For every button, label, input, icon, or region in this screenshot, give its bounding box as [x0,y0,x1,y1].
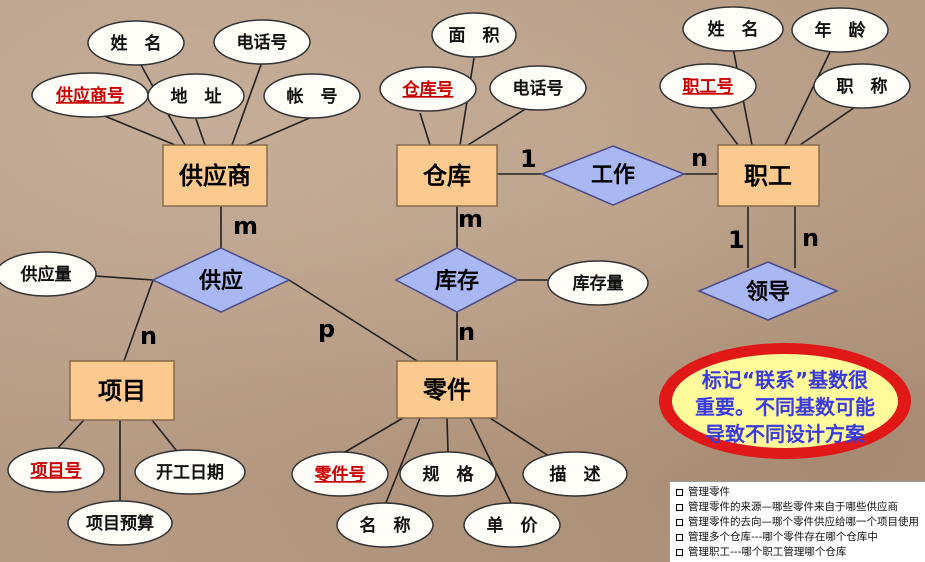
svg-text:电话号: 电话号 [237,32,288,53]
svg-text:标记“联系”基数很: 标记“联系”基数很 [702,368,868,392]
svg-text:零件: 零件 [422,376,471,404]
svg-text:规 格: 规 格 [423,464,475,485]
svg-text:单 价: 单 价 [487,515,539,536]
svg-text:零件号: 零件号 [314,464,366,485]
project-budget-attribute: 项目预算 [67,500,173,546]
svg-text:领导: 领导 [746,279,790,305]
part-desc-attribute: 描 述 [522,451,628,497]
svg-text:库存量: 库存量 [573,273,624,294]
square-bullet-icon [676,489,683,496]
stock-relationship: 库存 [394,247,520,313]
cardinality-lead-many: n [802,224,819,252]
supplier-phone-attribute: 电话号 [213,19,311,65]
svg-text:供应商号: 供应商号 [55,85,124,106]
cardinality-stock-part: n [458,318,475,346]
warehouse-id-attribute: 仓库号 [379,66,477,112]
project-start-attribute: 开工日期 [134,449,246,495]
svg-text:姓 名: 姓 名 [708,19,759,40]
part-entity: 零件 [396,360,498,419]
warehouse-area-attribute: 面 积 [431,12,517,58]
svg-text:仓库: 仓库 [422,162,471,190]
requirement-item: 管理职工---哪个职工管理哪个仓库 [676,545,925,560]
svg-text:面 积: 面 积 [449,26,500,46]
employee-age-attribute: 年 龄 [791,7,889,53]
svg-text:年 龄: 年 龄 [815,20,867,41]
employee-entity: 职工 [717,144,820,207]
svg-text:工作: 工作 [591,163,635,188]
employee-name-attribute: 姓 名 [682,6,784,52]
svg-text:职 称: 职 称 [837,76,888,97]
svg-text:职工号: 职工号 [683,77,734,97]
cardinality-note: 标记“联系”基数很 重要。不同基数可能 导致不同设计方案 [659,343,911,459]
svg-text:供应商: 供应商 [178,162,251,190]
svg-text:姓 名: 姓 名 [111,33,162,54]
supply-relationship: 供应 [151,247,291,313]
work-relationship: 工作 [540,145,686,206]
cardinality-supply-project: n [140,322,157,350]
svg-text:职工: 职工 [744,162,792,190]
svg-text:仓库号: 仓库号 [402,79,454,100]
svg-text:项目预算: 项目预算 [86,513,154,534]
square-bullet-icon [676,519,683,526]
svg-text:帐 号: 帐 号 [287,86,338,107]
svg-text:描 述: 描 述 [550,464,601,485]
part-spec-attribute: 规 格 [399,451,497,497]
project-entity: 项目 [69,360,175,421]
warehouse-phone-attribute: 电话号 [489,65,587,111]
employee-id-attribute: 职工号 [659,63,757,109]
supply-quantity-attribute: 供应量 [0,251,97,297]
lead-relationship: 领导 [697,261,839,321]
cardinality-warehouse-stock: m [458,205,483,233]
svg-text:供应量: 供应量 [20,264,72,285]
requirements-box: 管理零件 管理零件的来源—哪些零件来自于哪些供应商 管理零件的去向—哪个零件供应… [669,481,925,562]
square-bullet-icon [676,534,683,541]
requirement-item: 管理多个仓库---哪个零件存在哪个仓库中 [676,530,925,545]
cardinality-supply-part: p [318,315,335,343]
project-id-attribute: 项目号 [7,447,105,493]
cardinality-warehouse-work: 1 [520,145,537,173]
svg-text:导致不同设计方案: 导致不同设计方案 [705,422,866,446]
warehouse-entity: 仓库 [396,144,498,207]
supplier-address-attribute: 地 址 [147,73,245,119]
requirement-item: 管理零件 [676,485,925,500]
svg-text:开工日期: 开工日期 [156,463,224,483]
part-price-attribute: 单 价 [463,502,561,548]
connector-lines [55,47,859,506]
svg-text:项目: 项目 [98,377,146,405]
employee-title-attribute: 职 称 [813,63,911,109]
supplier-entity: 供应商 [162,144,268,207]
svg-text:名 称: 名 称 [360,515,411,536]
cardinality-lead-one: 1 [728,226,745,254]
cardinality-work-employee: n [691,144,708,172]
square-bullet-icon [676,549,683,556]
part-id-attribute: 零件号 [291,451,389,497]
requirement-item: 管理零件的去向—哪个零件供应给哪一个项目使用 [676,515,925,530]
requirement-item: 管理零件的来源—哪些零件来自于哪些供应商 [676,500,925,515]
svg-text:供应: 供应 [198,268,243,294]
stock-quantity-attribute: 库存量 [547,260,649,306]
svg-text:重要。不同基数可能: 重要。不同基数可能 [695,395,875,419]
supplier-id-attribute: 供应商号 [31,72,149,118]
supplier-account-attribute: 帐 号 [263,73,361,119]
square-bullet-icon [676,504,683,511]
svg-text:库存: 库存 [435,268,479,294]
part-name-attribute: 名 称 [336,502,434,548]
cardinality-supplier-supply: m [233,212,258,240]
supplier-name-attribute: 姓 名 [87,20,185,66]
svg-text:地 址: 地 址 [171,86,222,107]
svg-text:电话号: 电话号 [513,78,564,99]
svg-text:项目号: 项目号 [31,461,82,481]
